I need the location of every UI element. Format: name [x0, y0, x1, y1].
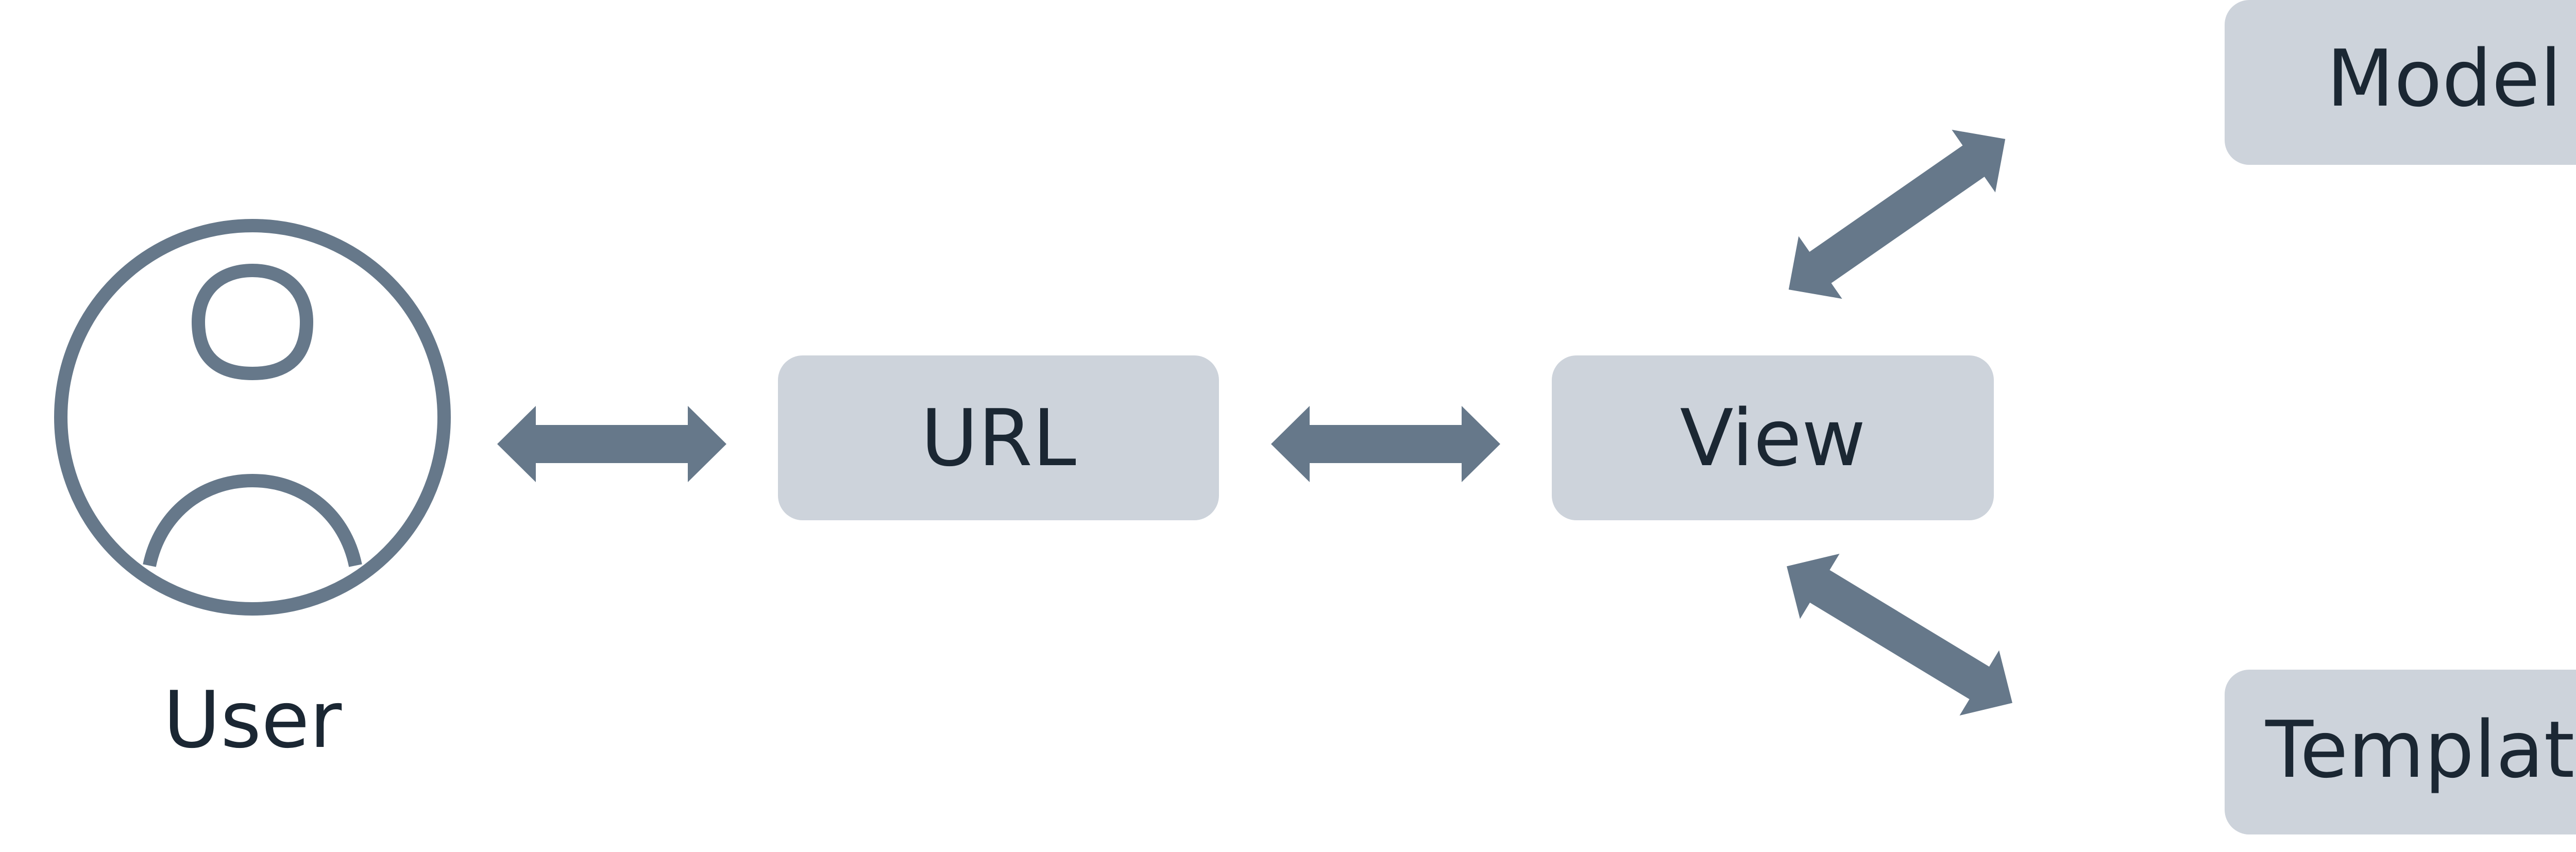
- arrow-view-model: [1788, 129, 2006, 299]
- user-label: User: [163, 674, 342, 765]
- view-node: View: [1552, 355, 1994, 520]
- model-node: Model: [2225, 0, 2576, 165]
- arrow-user-url: [497, 406, 726, 482]
- template-box: [2225, 670, 2576, 834]
- url-label: URL: [921, 393, 1076, 484]
- template-label: Template: [2265, 704, 2576, 795]
- arrow-url-view: [1271, 406, 1500, 482]
- template-node: Template: [2225, 670, 2576, 834]
- view-label: View: [1680, 393, 1866, 484]
- model-label: Model: [2327, 33, 2562, 124]
- arrow-view-template: [1787, 553, 2012, 716]
- user-icon: [54, 219, 451, 616]
- view-box: [1552, 355, 1994, 520]
- model-box: [2225, 0, 2576, 165]
- url-node: URL: [778, 355, 1219, 520]
- url-box: [778, 355, 1219, 520]
